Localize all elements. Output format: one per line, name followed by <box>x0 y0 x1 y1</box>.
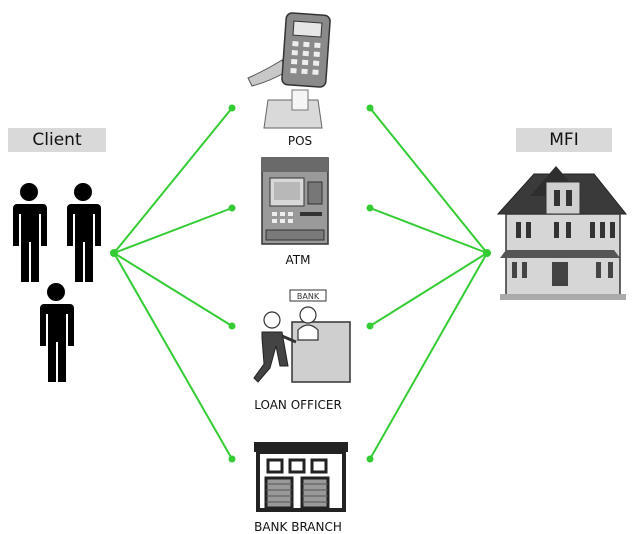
caption-atm: ATM <box>285 253 311 267</box>
connector-atm-mfi <box>369 207 488 254</box>
bank-branch-icon <box>252 438 350 514</box>
caption-loan-officer: LOAN OFFICER <box>254 398 342 412</box>
connector-pos-mfi <box>369 107 488 254</box>
loan-officer-icon: BANK <box>253 289 351 383</box>
person-icon <box>13 183 47 282</box>
connector-client-loan <box>113 252 233 327</box>
connector-loan-mfi <box>369 252 488 327</box>
caption-bank-branch: BANK BRANCH <box>254 520 342 534</box>
mfi-label: MFI <box>516 128 612 152</box>
client-people-icon <box>13 183 101 382</box>
mfi-house-icon <box>496 166 628 300</box>
connector-dots <box>110 104 491 463</box>
client-label: Client <box>8 128 106 152</box>
connector-client-atm <box>113 207 233 254</box>
connectors <box>113 107 488 460</box>
atm-icon <box>261 157 329 245</box>
person-icon <box>67 183 101 282</box>
connector-branch-mfi <box>369 252 488 460</box>
caption-pos: POS <box>287 134 313 148</box>
connector-client-pos <box>113 107 233 254</box>
bank-sign-text: BANK <box>297 292 320 301</box>
connector-client-branch <box>113 252 233 460</box>
person-icon <box>40 283 74 382</box>
pos-terminal-icon <box>247 12 331 129</box>
